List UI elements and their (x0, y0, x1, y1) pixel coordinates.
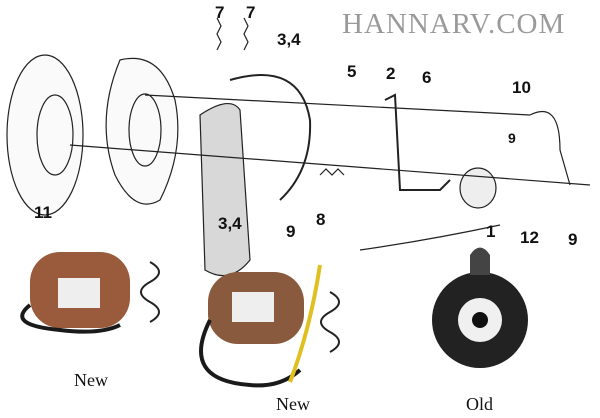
backing-plate (6, 54, 84, 216)
callout-12: 12 (520, 228, 539, 247)
callout-5: 5 (347, 62, 357, 81)
mounting-plate (105, 57, 179, 205)
callout-3-4-bottom: 3,4 (218, 214, 242, 233)
callout-10: 10 (512, 78, 531, 97)
callout-9-far: 9 (568, 230, 578, 249)
callout-3-4-top: 3,4 (277, 30, 301, 49)
callout-8: 8 (316, 210, 326, 229)
photo-new-magnet-2 (199, 264, 340, 388)
watermark: HANNARV.COM (342, 8, 566, 40)
callout-6: 6 (422, 68, 432, 87)
caption-new-2: New (276, 394, 310, 414)
callout-1: 1 (486, 222, 496, 241)
magnet (459, 167, 497, 209)
callout-11: 11 (34, 203, 52, 222)
callout-9-mid: 9 (286, 222, 296, 241)
callout-2: 2 (386, 64, 396, 83)
callout-7a: 7 (215, 3, 225, 22)
brake-shoe (199, 103, 251, 277)
photo-old-magnet (432, 247, 528, 368)
caption-new-1: New (74, 370, 108, 390)
callout-9-right: 9 (508, 130, 516, 146)
caption-old: Old (466, 394, 493, 414)
spring-8 (319, 168, 345, 176)
callout-7b: 7 (246, 3, 256, 22)
lever-arm (384, 93, 451, 191)
spring-7a (216, 17, 222, 51)
photo-new-magnet-1 (20, 252, 160, 334)
spring-7b (243, 17, 249, 51)
